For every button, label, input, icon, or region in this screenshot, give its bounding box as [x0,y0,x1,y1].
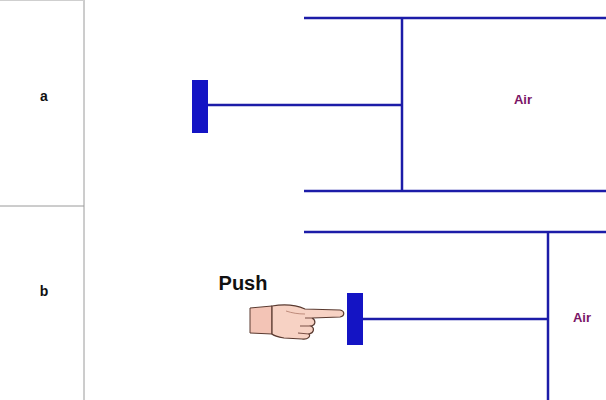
chamber-label: Air [573,311,591,325]
piston-rod [361,318,548,321]
pointing-hand [250,305,344,339]
row-letter: b [40,284,49,299]
row-letter: a [40,89,48,104]
cylinder-wall [304,190,606,193]
cylinder-wall [304,231,606,234]
table-rule [84,0,85,400]
piston-handle [347,293,363,345]
table-rule [0,206,84,207]
piston-handle [192,80,208,133]
action-label: Push [219,272,268,294]
cylinder-wall [304,17,606,20]
piston-face [547,232,550,400]
table-rule [0,0,84,1]
piston-rod [206,104,402,107]
chamber-label: Air [514,93,532,107]
